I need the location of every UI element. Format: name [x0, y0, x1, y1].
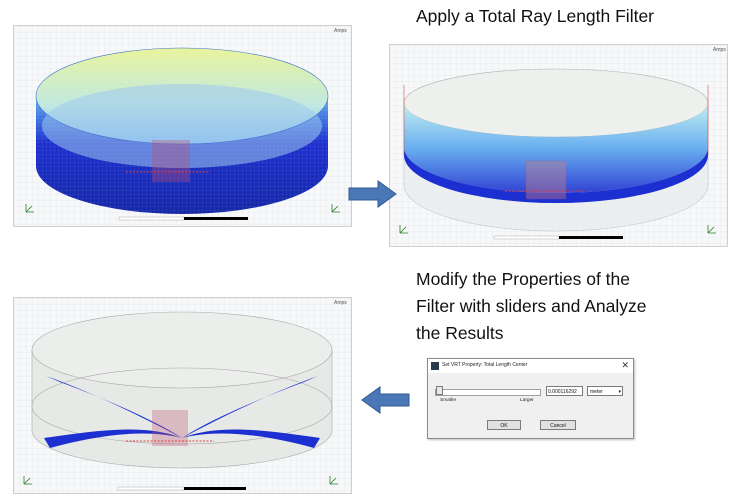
amps-label: Amps: [713, 47, 726, 53]
caption-modify-properties: Modify the Properties of the Filter with…: [416, 266, 647, 347]
caption-line: the Results: [416, 323, 504, 343]
arrow-right-icon: [348, 180, 397, 208]
app-icon: [431, 362, 439, 370]
slider-max-label: Larger: [520, 398, 534, 403]
cylinder-rays-render: [14, 26, 351, 226]
unit-value: meter: [590, 389, 603, 395]
chevron-down-icon: ▾: [618, 389, 621, 395]
length-slider[interactable]: [435, 389, 541, 396]
slider-min-label: Smaller: [440, 398, 457, 403]
cylinder-analyzed-render: [14, 298, 351, 493]
caption-line: Modify the Properties of the: [416, 269, 630, 289]
caption-apply-filter: Apply a Total Ray Length Filter: [416, 6, 655, 26]
caption-line: Filter with sliders and Analyze: [416, 296, 647, 316]
dialog-titlebar[interactable]: Set VRT Property: Total Length Center ✕: [428, 359, 633, 373]
viewport-filtered-rays[interactable]: Amps: [389, 44, 728, 247]
amps-label: Amps: [334, 28, 347, 34]
viewport-analyzed-rays[interactable]: Amps: [13, 297, 352, 494]
close-icon[interactable]: ✕: [621, 360, 629, 370]
amps-label: Amps: [334, 300, 347, 306]
value-input[interactable]: 0.000116292: [546, 386, 583, 396]
cylinder-filtered-render: [390, 45, 727, 246]
arrow-left-icon: [361, 386, 410, 414]
vrt-property-dialog: Set VRT Property: Total Length Center ✕ …: [427, 358, 634, 439]
ok-button[interactable]: OK: [487, 420, 521, 430]
cancel-button[interactable]: Cancel: [540, 420, 576, 430]
viewport-original-rays[interactable]: Amps: [13, 25, 352, 227]
slider-thumb[interactable]: [436, 386, 443, 395]
unit-select[interactable]: meter ▾: [587, 386, 623, 396]
dialog-title: Set VRT Property: Total Length Center: [442, 362, 528, 368]
